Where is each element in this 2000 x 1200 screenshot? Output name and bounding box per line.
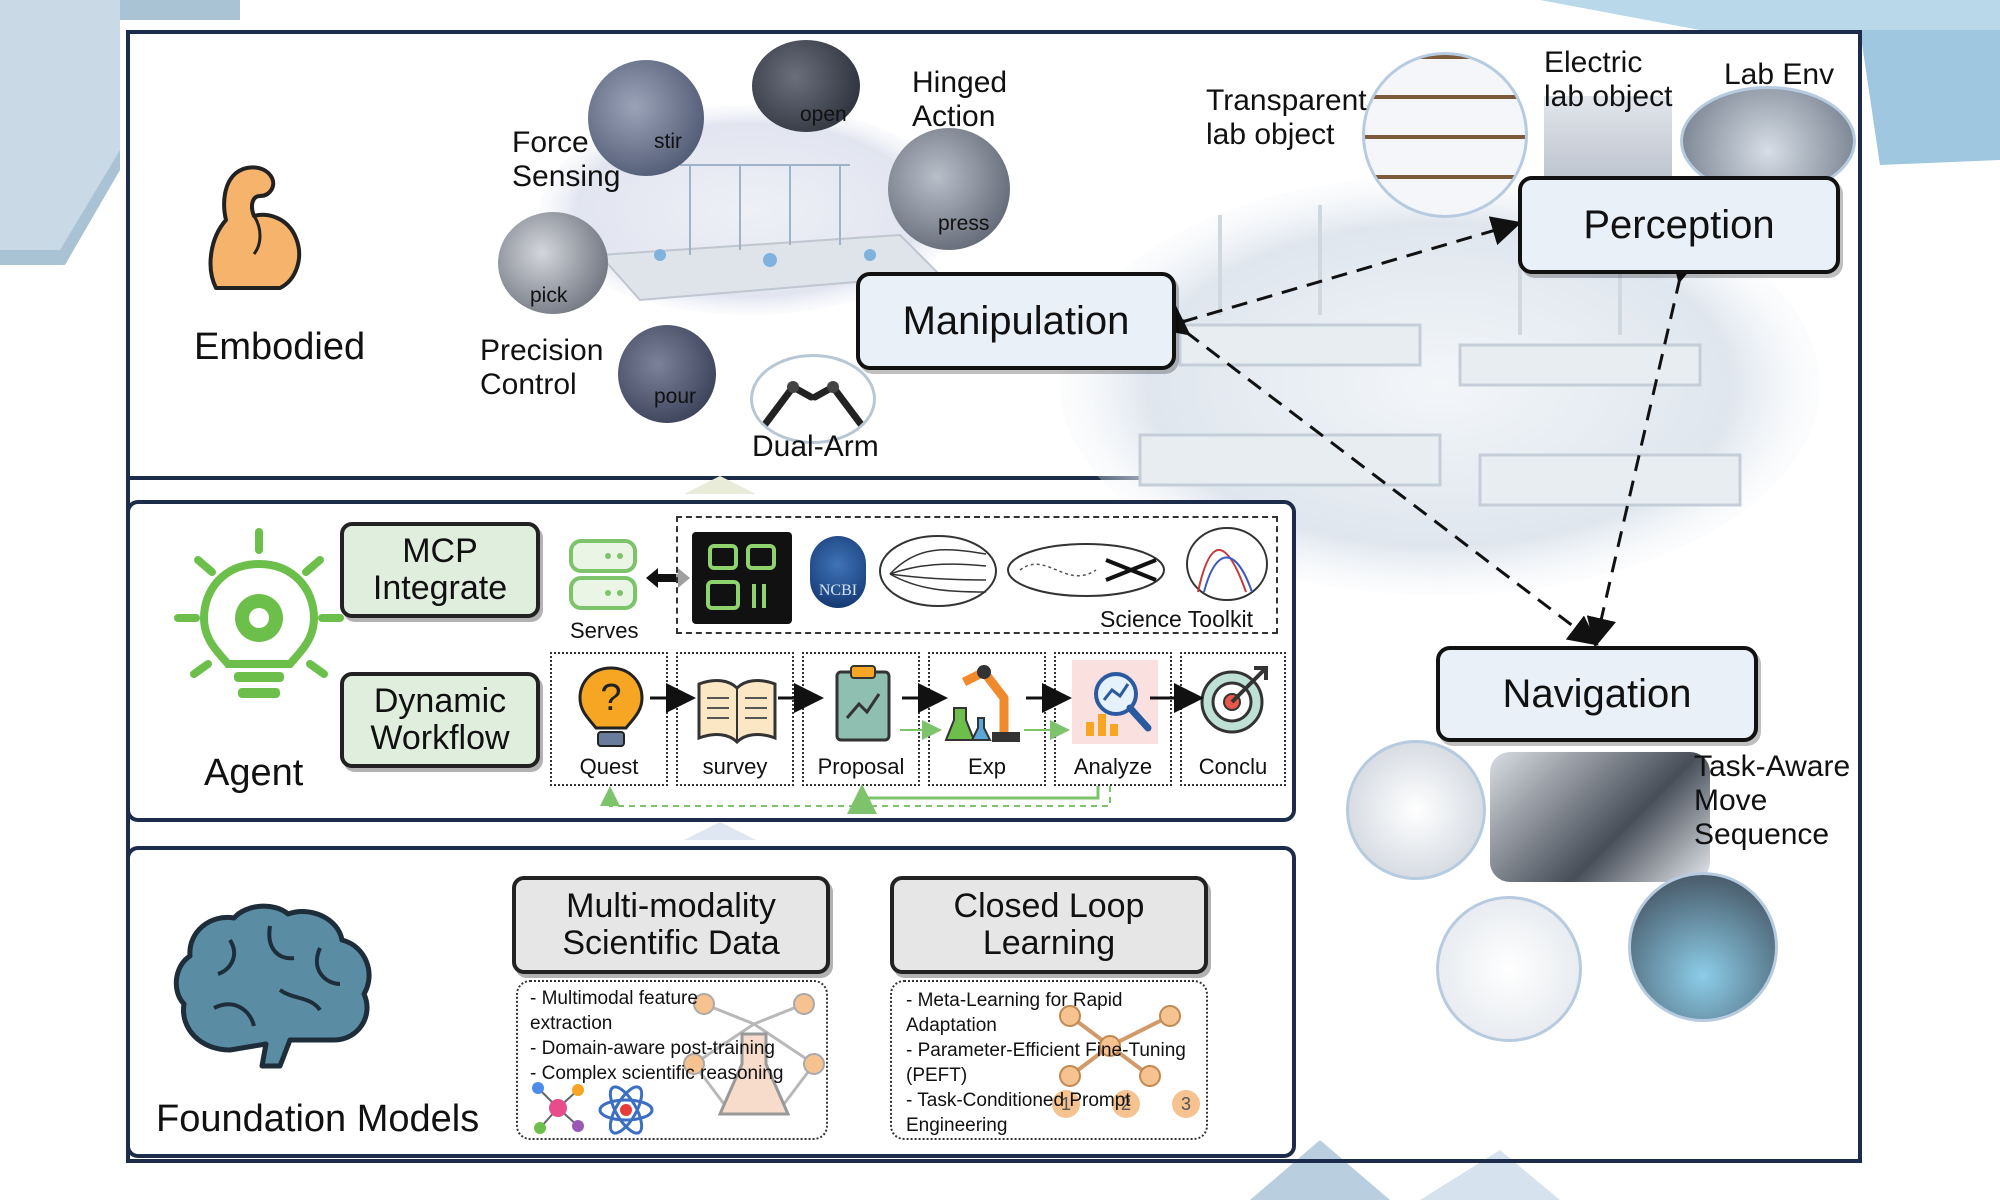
- hinged-action-label: Hinged Action: [912, 66, 1008, 133]
- number-3-badge: 3: [1172, 1090, 1200, 1118]
- curve-plot-icon: [1186, 527, 1268, 601]
- clipboard-icon: [835, 665, 891, 742]
- pick-circle: [498, 212, 608, 314]
- serves-label: Serves: [570, 618, 639, 643]
- step-exp: Exp: [928, 652, 1046, 786]
- ncbi-label: NCBI: [818, 582, 858, 599]
- graph-network-icon: [1059, 1005, 1181, 1087]
- agent-title: Agent: [204, 752, 304, 794]
- dynamic-workflow-box: Dynamic Workflow: [340, 672, 540, 768]
- molecule-icon: [532, 1082, 584, 1134]
- toolkit-tile-icon: [692, 532, 792, 624]
- lab-env-label: Lab Env: [1724, 58, 1835, 91]
- closed-loop-box: Closed Loop Learning: [890, 876, 1208, 974]
- embodied-title: Embodied: [194, 326, 366, 368]
- flexed-arm-icon: [208, 165, 302, 290]
- step-proposal: Proposal: [802, 652, 920, 786]
- task-aware-label: Task-Aware Move Sequence: [1694, 750, 1851, 851]
- lightbulb-gear-icon: [174, 528, 344, 698]
- step-analyze: Analyze: [1054, 652, 1172, 786]
- open-circle: [752, 40, 860, 132]
- mcp-integrate-box: MCP Integrate: [340, 522, 540, 618]
- stir-circle: [588, 60, 704, 176]
- step-conclu-label: Conclu: [1198, 754, 1268, 779]
- step-quest: ? Quest: [550, 652, 668, 786]
- number-1-badge: 1: [1052, 1090, 1080, 1118]
- science-toolkit-label: Science Toolkit: [1100, 606, 1253, 632]
- pick-label: pick: [530, 284, 568, 307]
- closed-loop-bullets: - Meta-Learning for Rapid Adaptation - P…: [906, 990, 1186, 1136]
- target-icon: [1200, 666, 1268, 734]
- manipulation-node: Manipulation: [856, 272, 1176, 370]
- press-circle: [888, 128, 1010, 250]
- multi-modality-box: Multi-modality Scientific Data: [512, 876, 830, 974]
- atom-icon: [598, 1085, 654, 1135]
- step-survey: survey: [676, 652, 794, 786]
- open-label: open: [800, 103, 847, 126]
- pour-label: pour: [654, 385, 697, 408]
- nav-robot-circle-bottom: [1436, 896, 1582, 1042]
- force-sensing-label: Force Sensing: [512, 126, 621, 193]
- pour-circle: [618, 325, 716, 423]
- nav-robot-circle-left: [1346, 740, 1486, 880]
- step-analyze-label: Analyze: [1073, 754, 1153, 779]
- scissors-sequence-icon: [1007, 543, 1165, 597]
- step-proposal-label: Proposal: [817, 754, 905, 779]
- electric-object-label: Electric lab object: [1544, 46, 1673, 113]
- perception-node: Perception: [1518, 176, 1840, 274]
- multi-modality-bullets: - Multimodal feature extraction - Domain…: [530, 988, 784, 1084]
- magnifier-chart-icon: [1086, 672, 1152, 736]
- dual-arm-label: Dual-Arm: [752, 430, 879, 463]
- transparent-object-label: Transparent lab object: [1206, 84, 1367, 151]
- toolkit-glyphs-icon: [706, 544, 776, 610]
- phylogenetic-tree-icon: [879, 535, 997, 607]
- step-quest-label: Quest: [579, 754, 639, 779]
- navigation-node: Navigation: [1436, 646, 1758, 742]
- step-exp-label: Exp: [968, 754, 1006, 779]
- nav-robot-circle-right: [1628, 872, 1778, 1022]
- number-2-badge: 2: [1112, 1090, 1140, 1118]
- transparent-object-circle: [1362, 52, 1528, 218]
- question-bulb-icon: ?: [578, 666, 644, 747]
- precision-control-label: Precision Control: [480, 334, 604, 401]
- closed-loop-details: [890, 980, 1208, 1140]
- foundation-title: Foundation Models: [156, 1098, 480, 1140]
- navigation-scene-image: [1490, 752, 1710, 882]
- step-conclu: Conclu: [1180, 652, 1286, 786]
- press-label: press: [938, 212, 990, 235]
- dual-arm-robot-icon: [759, 381, 867, 431]
- stir-label: stir: [654, 130, 682, 153]
- flask-network-icon: [683, 993, 825, 1116]
- book-icon: [697, 679, 777, 745]
- ncbi-logo: NCBI: [810, 536, 866, 608]
- dual-arm-circle: [750, 354, 876, 444]
- svg-text:?: ?: [600, 677, 621, 719]
- step-survey-label: survey: [702, 754, 768, 779]
- robot-arm-flask-icon: [944, 665, 1020, 742]
- brain-icon: [173, 903, 372, 1069]
- server-icon: [569, 539, 637, 610]
